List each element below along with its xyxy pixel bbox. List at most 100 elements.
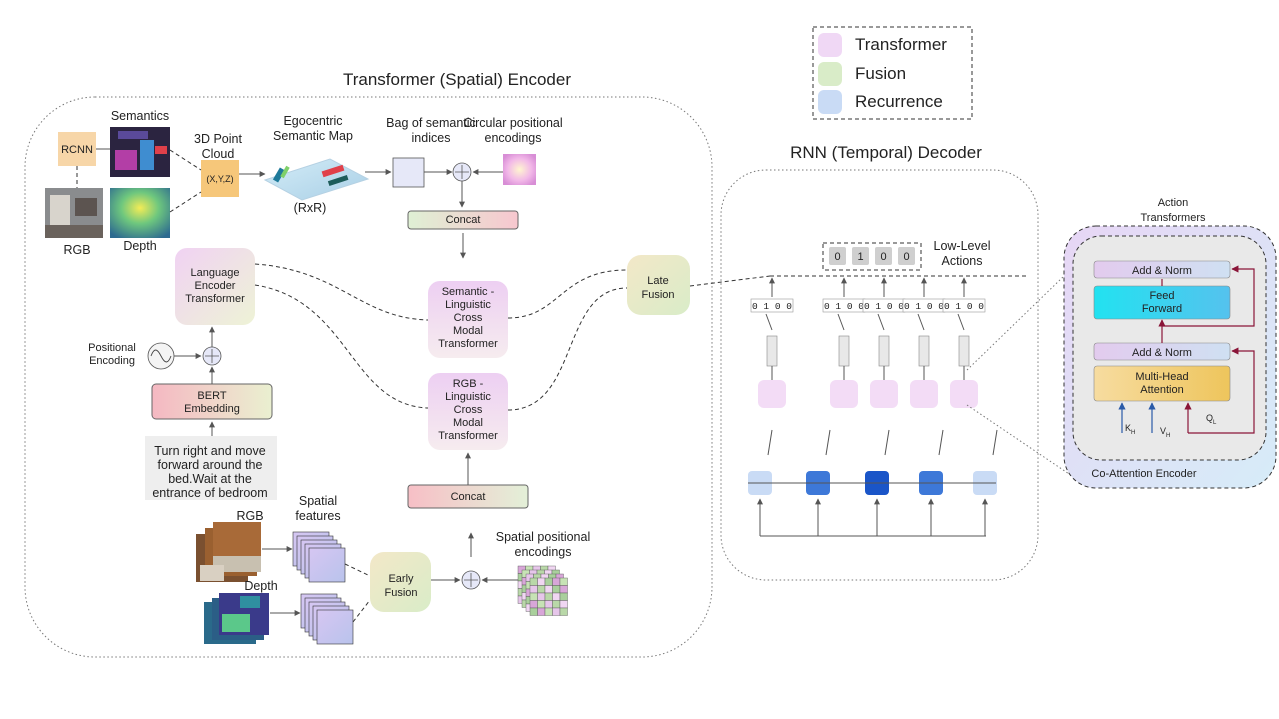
legend: Transformer Fusion Recurrence (812, 26, 973, 120)
rnn-to-transformer-edge (767, 429, 773, 456)
mha-box (1093, 365, 1231, 402)
onehot-connector (765, 313, 773, 331)
spatial-pos-cell (537, 577, 546, 586)
spatial-pos-cell (537, 585, 546, 594)
add-norm-top-label: Add & Norm (1132, 265, 1192, 277)
spatial-pos-cell (559, 585, 568, 594)
action-bit-value: 0 (903, 251, 909, 263)
action-bit-value: 1 (857, 251, 863, 263)
rgb-image (45, 188, 103, 238)
action-bits-frame (822, 242, 922, 271)
xyz-label: (X,Y,Z) (206, 174, 233, 184)
depth-to-cloud-edge (169, 191, 202, 213)
v-label: VH (1160, 426, 1170, 439)
onehot-label: 0 1 0 0 (864, 301, 904, 312)
linear-layer-box (958, 335, 970, 367)
rxr-label: (RxR) (294, 201, 327, 215)
features-depth-to-fusion-edge (352, 599, 371, 623)
spatial-pos-cell (529, 607, 538, 616)
spatial-pos-cell (552, 600, 561, 609)
action-bit-box (898, 247, 915, 265)
spatial-features-depth-stack (300, 593, 354, 645)
spatial-features-rgb-stack (292, 531, 346, 583)
legend-swatch-fusion (818, 62, 842, 86)
rgb-cmt-box (428, 373, 508, 450)
rcnn-label: RCNN (61, 144, 93, 156)
rgb-cmt-to-fusion-edge (507, 287, 628, 411)
encoder-title: Transformer (Spatial) Encoder (343, 70, 571, 89)
plus-icon-top-glyph (455, 165, 469, 179)
decoder-title: RNN (Temporal) Decoder (790, 143, 982, 162)
legend-label-fusion: Fusion (855, 64, 906, 83)
semantic-cmt-to-fusion-edge (507, 269, 628, 319)
spatial-pos-cell (537, 607, 546, 616)
spatial-depth-label: Depth (244, 579, 277, 593)
action-bit-box (875, 247, 892, 265)
action-transformer-node (950, 380, 978, 408)
legend-label-recurrence: Recurrence (855, 92, 943, 111)
rnn-to-transformer-edge (938, 429, 944, 456)
legend-label-transformer: Transformer (855, 35, 947, 54)
spatial-pos-grid (517, 565, 568, 616)
spatial-pos-cell (544, 585, 553, 594)
language-encoder-box (175, 248, 255, 325)
action-transformer-node (870, 380, 898, 408)
action-transformer-node (910, 380, 938, 408)
onehot-connector (837, 313, 845, 331)
q-label: QL (1206, 413, 1217, 426)
semantics-label: Semantics (111, 109, 169, 123)
linear-layer-box (918, 335, 930, 367)
spatial-pos-cell (559, 577, 568, 586)
legend-frame (812, 26, 973, 120)
spatial-pos-cell (537, 600, 546, 609)
spatial-rgb-label: RGB (236, 509, 263, 523)
spatial-pos-cell (544, 577, 553, 586)
onehot-connector (917, 313, 925, 331)
ego-map-image (263, 158, 370, 201)
action-transformer-node (758, 380, 786, 408)
spatial-pos-cell (559, 592, 568, 601)
linear-layer-box (838, 335, 850, 367)
spatial-pos-cell (529, 600, 538, 609)
spatial-pos-cell (529, 577, 538, 586)
depth-label: Depth (123, 239, 156, 253)
lang-to-rgb-cmt-edge (254, 284, 429, 409)
spatial-pos-cell (552, 607, 561, 616)
add-norm-bottom-label: Add & Norm (1132, 347, 1192, 359)
onehot-label: 0 1 0 0 (944, 301, 984, 312)
spatial-depth-stack (204, 593, 269, 644)
onehot-connector (877, 313, 885, 331)
rgb-label: RGB (63, 243, 90, 257)
action-transformer-node (830, 380, 858, 408)
legend-swatch-transformer (818, 33, 842, 57)
spatial-pos-cell (559, 600, 568, 609)
spatial-pos-cell (529, 585, 538, 594)
zoom-link-bottom (966, 404, 1076, 479)
onehot-label: 0 1 0 0 (904, 301, 944, 312)
residual-bottom-edge (1188, 347, 1255, 434)
residual-top-edge (1162, 265, 1255, 327)
rnn-to-transformer-edge (992, 429, 998, 456)
co-attention-footer: Co-Attention Encoder (1091, 468, 1197, 480)
spatial-pos-cell (544, 592, 553, 601)
spatial-pos-cell (559, 607, 568, 616)
k-label: KH (1125, 423, 1135, 436)
lang-to-semantic-cmt-edge (254, 263, 429, 321)
zoom-link-top (966, 275, 1065, 371)
fusion-to-decoder-edge (689, 275, 771, 287)
onehot-label: 0 1 0 0 (824, 301, 864, 312)
spatial-pos-cell (537, 592, 546, 601)
